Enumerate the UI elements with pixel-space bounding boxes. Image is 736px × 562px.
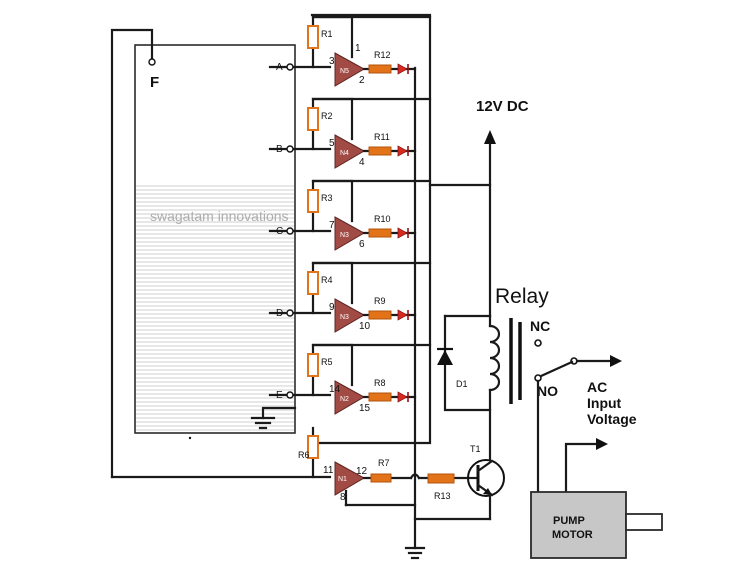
probe-label: C (276, 226, 283, 237)
no-label: NO (537, 383, 558, 399)
pin-in-label: 7 (329, 220, 335, 231)
pin-12-label: 12 (356, 466, 368, 477)
ac-input-line2: Input (587, 395, 622, 411)
feedback-resistor-label: R5 (321, 357, 333, 367)
feedback-resistor-label: R2 (321, 111, 333, 121)
pin-in-label: 3 (329, 56, 335, 67)
supply-12v-arrow: 12V DC (476, 98, 529, 318)
opamp-label: N2 (340, 396, 349, 403)
series-resistor-label: R10 (374, 214, 391, 224)
opamp-label: N3 (340, 314, 349, 321)
pin-in-label: 5 (329, 138, 335, 149)
feedback-resistor-label: R3 (321, 193, 333, 203)
ground-symbol-tank (250, 406, 297, 430)
pump-label-line2: MOTOR (552, 529, 593, 541)
opamp-label: N5 (340, 68, 349, 75)
pin-8-label: 8 (340, 492, 346, 503)
probe-label: D (276, 308, 283, 319)
relay-coil-assembly: D1 Relay (437, 285, 549, 462)
series-resistor-label: R8 (374, 378, 386, 388)
transistor-t1-label: T1 (470, 444, 481, 454)
watermark-text: swagatam innovations (150, 208, 289, 224)
pin-in-label: 9 (329, 302, 335, 313)
series-resistor-label: R12 (374, 50, 391, 60)
opamp-label: N4 (340, 150, 349, 157)
probe-label: B (276, 144, 283, 155)
supply-label: 12V DC (476, 98, 529, 115)
stage-n1: R6 N1 11 12 8 R7 R13 (298, 426, 472, 507)
resistor-r7-label: R7 (378, 458, 390, 468)
pin-out-label: 4 (359, 157, 365, 168)
pin-out-label: 6 (359, 239, 365, 250)
resistor-r13-label: R13 (434, 491, 451, 501)
water-tank: swagatam innovations (134, 44, 296, 440)
pin-11-label: 11 (323, 465, 334, 476)
probe-f-label: F (150, 74, 159, 91)
pin-in-label: 14 (329, 384, 341, 395)
opamp-n1-label: N1 (338, 476, 347, 483)
transistor-t1: T1 (467, 444, 505, 497)
resistor-r6-label: R6 (298, 450, 310, 460)
pin-out-label: 15 (359, 403, 371, 414)
probe-label: E (276, 390, 283, 401)
diode-d1 (437, 347, 453, 365)
diode-d1-label: D1 (456, 379, 468, 389)
ac-input-line1: AC (587, 379, 607, 395)
water-level-lines (136, 185, 294, 431)
feedback-resistor-label: R4 (321, 275, 333, 285)
series-resistor-label: R11 (374, 132, 390, 142)
nc-label: NC (530, 318, 550, 334)
ac-input-line3: Voltage (587, 411, 637, 427)
ground-symbol-bottom (404, 546, 426, 560)
pump-label-line1: PUMP (553, 515, 585, 527)
series-resistor-label: R9 (374, 296, 386, 306)
pin-out-label: 10 (359, 321, 371, 332)
pin-extra-label: 1 (355, 43, 361, 54)
comparator-stages: AR1N5321R12BR2N454R11CR3N376R10DR4N3910R… (268, 15, 432, 415)
pin-out-label: 2 (359, 75, 365, 86)
probe-f: F (110, 28, 159, 479)
feedback-resistor-label: R1 (321, 29, 333, 39)
probe-label: A (276, 62, 283, 73)
pump-motor: PUMP MOTOR (530, 438, 663, 559)
opamp-label: N3 (340, 232, 349, 239)
relay-label: Relay (495, 285, 549, 308)
relay-contacts: NC NO AC Input Voltage (530, 318, 637, 494)
